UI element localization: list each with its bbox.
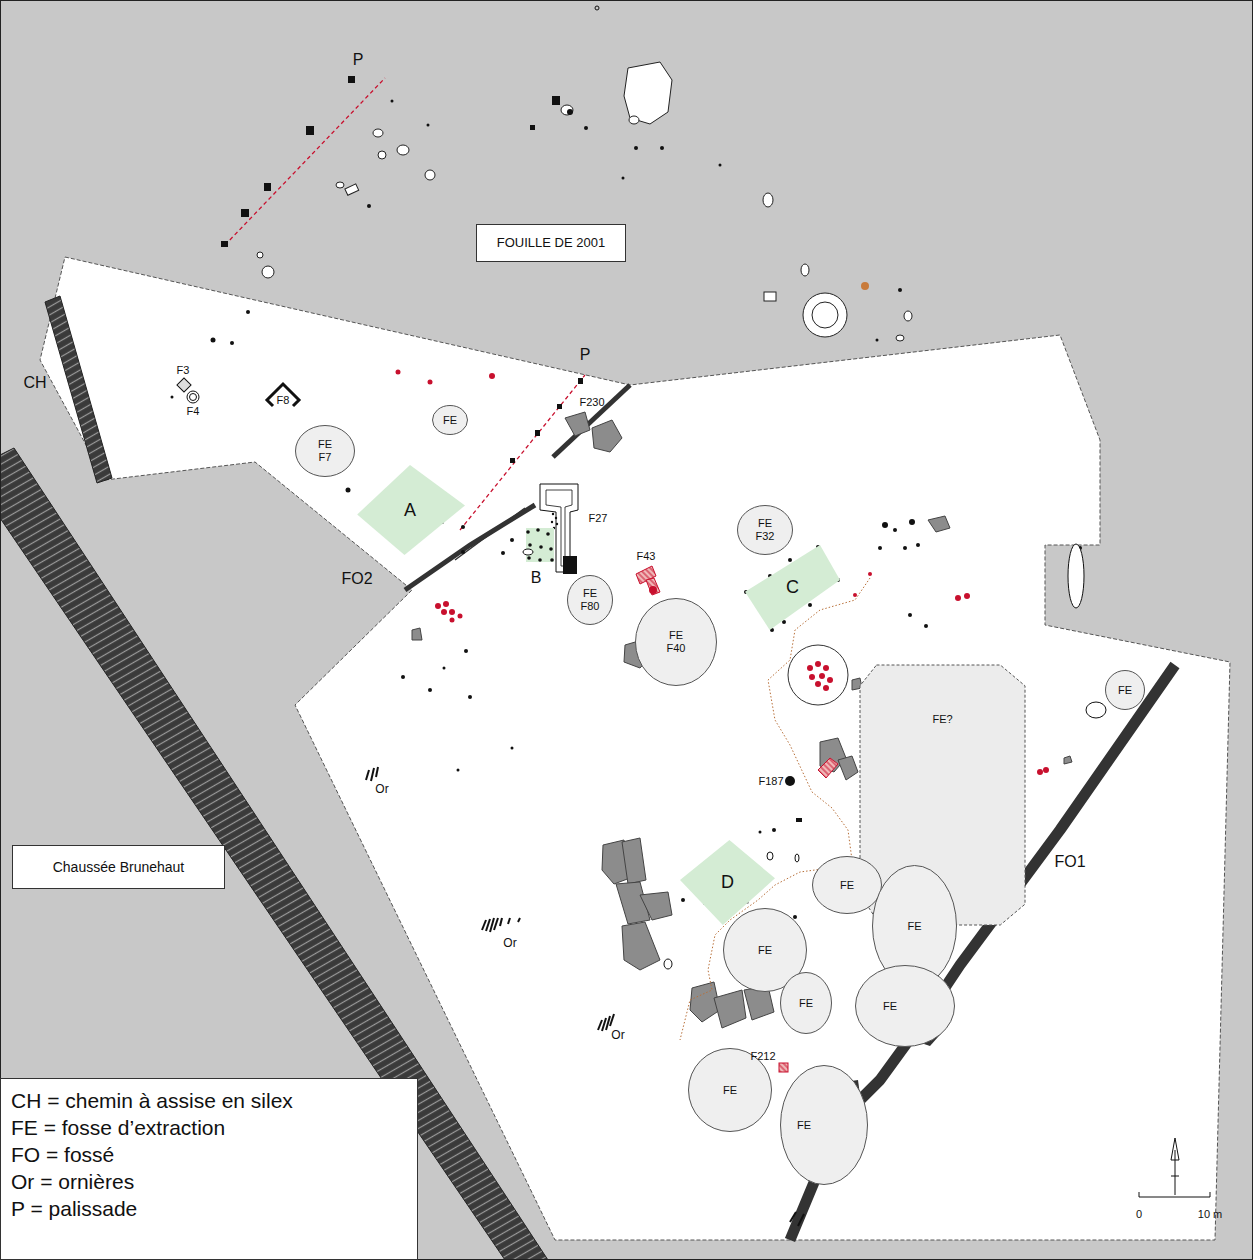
box-label: Chaussée Brunehaut <box>53 859 185 875</box>
shape-outline <box>568 576 613 625</box>
feature-code: F43 <box>637 550 656 562</box>
feature-code: FO1 <box>1054 853 1085 871</box>
structure-zone: A <box>355 465 465 555</box>
legend-box: CH = chemin à assise en silex FE = fosse … <box>0 1078 418 1260</box>
shape-outline <box>13 846 225 889</box>
legend-entry: FE = fosse d’extraction <box>11 1114 407 1141</box>
feature-label: FE <box>799 997 813 1010</box>
legend-text: Or = ornières <box>11 1170 134 1193</box>
feature-label: A <box>404 500 416 521</box>
legend-text: CH = chemin à assise en silex <box>11 1089 293 1112</box>
feature-label: FE <box>1118 684 1132 697</box>
feature-code: F27 <box>589 512 608 524</box>
feature-label: FE <box>840 879 854 892</box>
shape-outline <box>433 406 468 435</box>
shape-outline <box>357 465 465 555</box>
shape-frame <box>780 1065 868 1185</box>
feature-label: FE F80 <box>581 587 600 612</box>
shape-outline <box>813 857 882 914</box>
feature-label: FE <box>797 1119 811 1132</box>
feature-code: F8 <box>277 394 290 406</box>
shape-outline <box>781 1066 868 1185</box>
feature-label: FE <box>883 1000 897 1013</box>
feature-label: FE <box>907 920 921 933</box>
feature-code: P <box>580 346 591 364</box>
feature-code: P <box>353 51 364 69</box>
feature-code: FO2 <box>341 570 372 588</box>
legend-text: FO = fossé <box>11 1143 114 1166</box>
feature-code: CH <box>23 374 46 392</box>
legend-entry: P = palissade <box>11 1195 407 1222</box>
feature-code: 10 m <box>1198 1208 1222 1220</box>
feature-label: D <box>721 872 734 893</box>
extraction-pit: FE F40 <box>635 598 717 686</box>
structure-zone: B <box>520 565 552 591</box>
shape-outline <box>745 545 840 630</box>
legend-entry: Or = ornières <box>11 1168 407 1195</box>
feature-code: F230 <box>579 396 604 408</box>
extraction-pit: FE <box>780 1065 868 1185</box>
legend-entry: FO = fossé <box>11 1141 407 1168</box>
shape-outline <box>636 599 717 686</box>
extraction-pit: FE F32 <box>737 505 793 555</box>
shape-outline <box>477 225 626 262</box>
legend-text: P = palissade <box>11 1197 137 1220</box>
area-label-box: FOUILLE DE 2001 <box>476 224 626 262</box>
feature-code: F3 <box>177 364 190 376</box>
extraction-pit: FE <box>1105 670 1145 710</box>
feature-label: FE F7 <box>318 438 332 463</box>
feature-code: F212 <box>750 1050 775 1062</box>
feature-label: B <box>531 569 542 587</box>
feature-code: 0 <box>1136 1208 1142 1220</box>
feature-code: F4 <box>187 405 200 417</box>
extraction-pit: FE F7 <box>295 425 355 477</box>
extraction-pit: FE F80 <box>567 575 613 625</box>
legend-entry: CH = chemin à assise en silex <box>11 1087 407 1114</box>
extraction-pit: FE <box>855 965 955 1047</box>
feature-code: Or <box>611 1029 624 1042</box>
extraction-pit: FE <box>812 856 882 914</box>
feature-code: F187 <box>758 775 783 787</box>
feature-label: FE F32 <box>756 517 775 542</box>
feature-label: FE F40 <box>667 629 686 654</box>
legend-text: FE = fosse d’extraction <box>11 1116 225 1139</box>
extraction-pit: FE <box>432 405 468 435</box>
shape-frame <box>855 965 955 1047</box>
area-label-box: Chaussée Brunehaut <box>12 845 225 889</box>
feature-label: FE <box>723 1084 737 1097</box>
box-label: FOUILLE DE 2001 <box>497 236 605 251</box>
shape-outline <box>1106 671 1145 710</box>
feature-label: FE <box>758 944 772 957</box>
feature-label: C <box>786 577 799 598</box>
shape-outline <box>296 426 355 477</box>
structure-zone: C <box>745 545 840 630</box>
shape-outline <box>781 973 832 1034</box>
extraction-pit: FE <box>780 972 832 1034</box>
feature-code: Or <box>375 783 388 796</box>
shape-outline <box>738 506 793 555</box>
shape-outline <box>856 966 955 1047</box>
feature-label: FE <box>443 414 457 427</box>
feature-code: Or <box>503 937 516 950</box>
feature-label: FE? <box>932 713 952 726</box>
